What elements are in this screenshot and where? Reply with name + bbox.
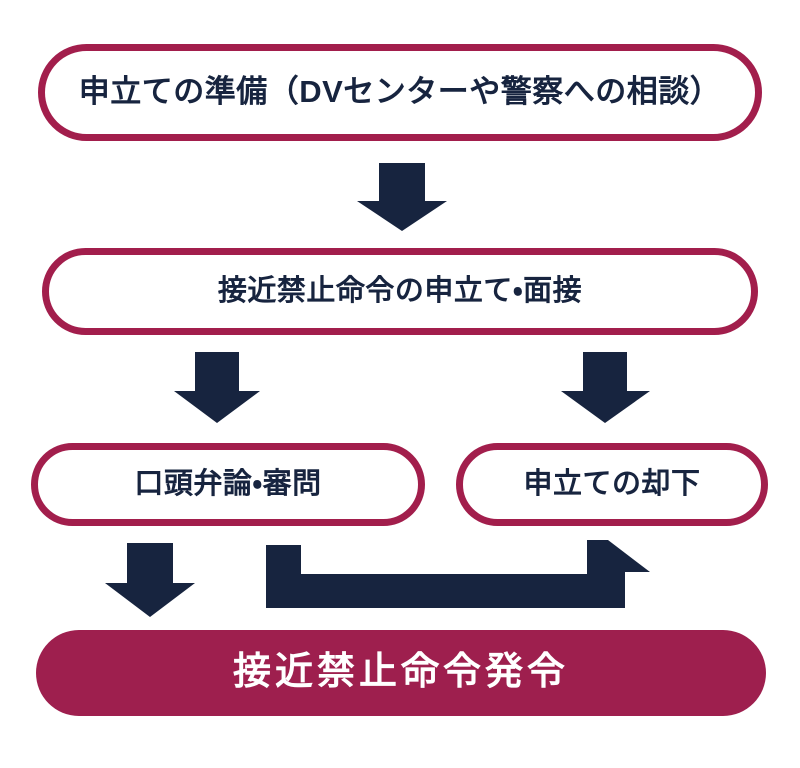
node-dismissal-label: 申立ての却下: [523, 467, 701, 500]
node-petition-label: 接近禁止命令の申立て・面接: [217, 274, 583, 307]
node-order-label: 接近禁止命令発令: [232, 651, 569, 694]
arrow-down-petition-to-hearing-icon: [174, 352, 260, 423]
node-hearing[interactable]: 口頭弁論・審問: [31, 443, 425, 526]
arrow-down-prepare-to-petition-icon: [357, 163, 447, 231]
elbow-arrow-up-to-dismissal-icon: [266, 540, 650, 608]
node-prepare-label: 申立ての準備（DVセンターや警察への相談）: [78, 74, 722, 110]
node-hearing-label: 口頭弁論・審問: [134, 467, 322, 500]
node-prepare[interactable]: 申立ての準備（DVセンターや警察への相談）: [38, 44, 762, 141]
node-order[interactable]: 接近禁止命令発令: [36, 630, 766, 716]
arrow-down-hearing-to-order-icon: [105, 543, 195, 617]
node-dismissal[interactable]: 申立ての却下: [456, 443, 768, 526]
arrow-down-petition-to-dismissal-icon: [561, 352, 650, 423]
node-petition[interactable]: 接近禁止命令の申立て・面接: [42, 248, 758, 335]
